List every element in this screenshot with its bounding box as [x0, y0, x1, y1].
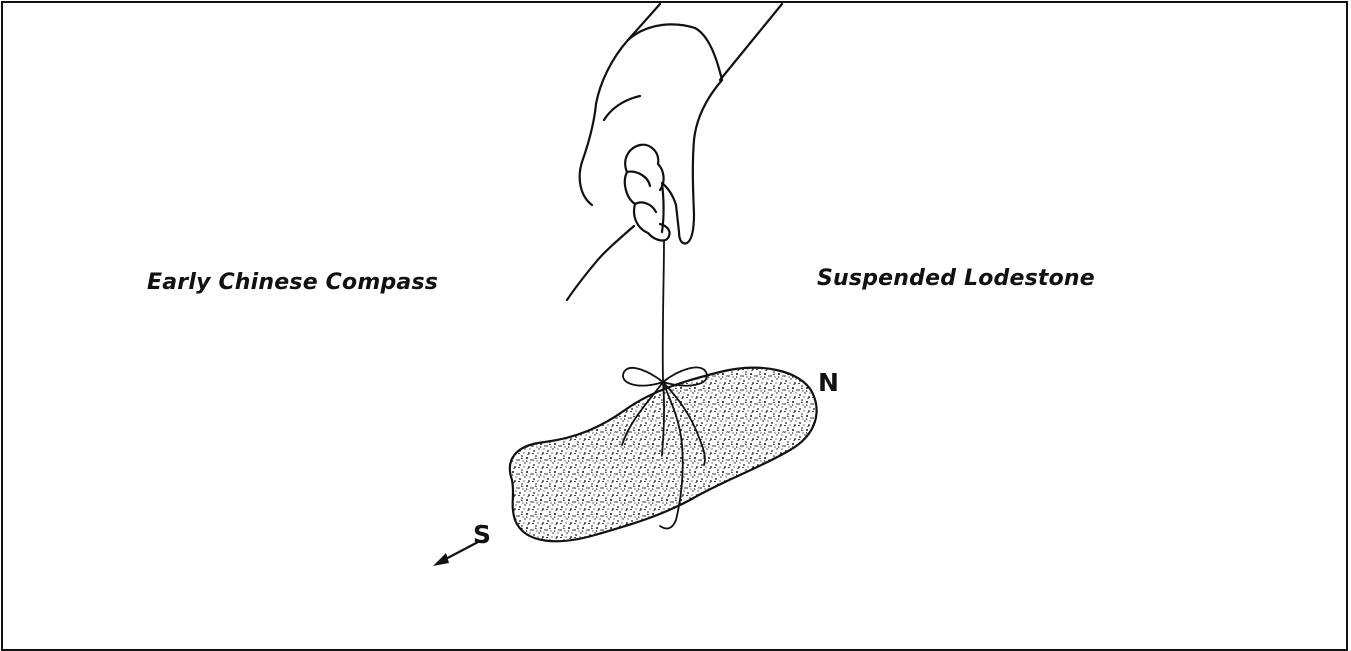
north-pole-label: N	[818, 368, 839, 397]
diagram-title-right: Suspended Lodestone	[817, 266, 1095, 291]
south-pole-label: S	[473, 520, 491, 549]
south-arrow-icon	[433, 542, 478, 566]
diagram-title-left: Early Chinese Compass	[147, 270, 438, 295]
hand-icon	[567, 4, 782, 300]
string-icon	[663, 240, 664, 382]
compass-illustration	[0, 0, 1351, 637]
